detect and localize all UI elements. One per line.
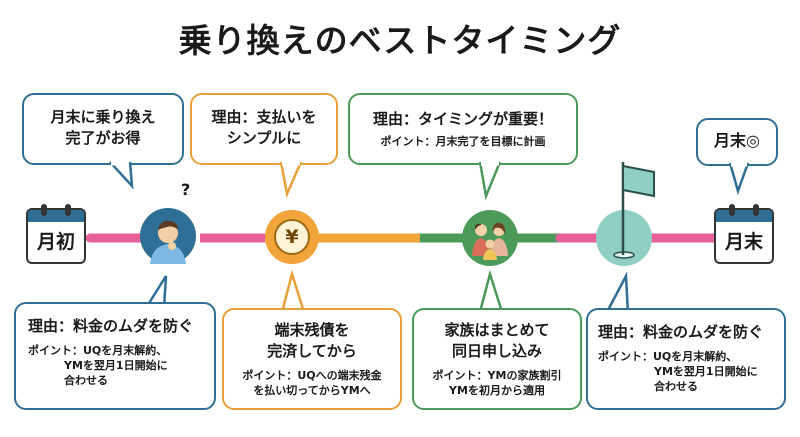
bubble-line: ポイント：UQを月末解約、 [598, 350, 738, 363]
bubble-tail [728, 162, 750, 196]
bubble-tail [478, 161, 502, 201]
calendar-end-icon: 月末 [714, 204, 774, 264]
bubble-line: YMを翌月1日開始に [654, 365, 758, 378]
bubble-line: ポイント：UQを月末解約、 [28, 344, 168, 357]
bubble-line: シンプルに [226, 129, 302, 147]
bubble-line: 端末残債を [274, 321, 350, 339]
bubble-line: を払い切ってからYMへ [253, 384, 371, 397]
bubble-line: ポイント：UQへの端末残金 [242, 369, 382, 382]
bubble-line: ポイント：月末完了を目標に計画 [380, 135, 546, 148]
bubble-line: 同日申し込み [451, 342, 542, 360]
bubble-line: ポイント：YMの家族割引 [432, 369, 562, 382]
page-title: 乗り換えのベストタイミング [178, 21, 622, 60]
bubble-line: 理由：料金のムダを防ぐ [28, 317, 194, 335]
bubble-line: 理由：料金のムダを防ぐ [598, 323, 764, 341]
bubble-tail [109, 161, 134, 190]
bubble-line: YMを翌月1日開始に [64, 359, 168, 372]
bubble-line: 完済してから [267, 342, 357, 360]
question-mark-icon: ? [181, 180, 191, 199]
bubble-line: 理由：タイミングが重要！ [372, 110, 553, 128]
bubble-line: 合わせる [654, 380, 698, 393]
calendar-start-icon: 月初 [26, 204, 86, 264]
end-label: 月末 [724, 231, 763, 253]
yen-symbol: ¥ [274, 219, 310, 255]
start-label: 月初 [36, 231, 75, 253]
family-icon [462, 210, 518, 266]
bubble-line: 合わせる [64, 374, 108, 387]
bubble-avoid-waste-left: 理由：料金のムダを防ぐ ポイント：UQを月末解約、 YMを翌月1日開始に 合わせ… [14, 302, 216, 410]
bubble-simple-payment: 理由：支払いを シンプルに [190, 93, 338, 165]
bubble-pay-off-device: 端末残債を 完済してから ポイント：UQへの端末残金 を払い切ってからYMへ [222, 308, 402, 410]
bubble-line: 理由：支払いを [211, 108, 317, 126]
bubble-line: 月末◎ [714, 131, 760, 150]
bubble-line: 完了がお得 [65, 129, 141, 147]
bubble-line: 月末に乗り換え [50, 108, 156, 126]
bubble-avoid-waste-right: 理由：料金のムダを防ぐ ポイント：UQを月末解約、 YMを翌月1日開始に 合わせ… [586, 308, 786, 410]
bubble-month-end-benefit: 月末に乗り換え 完了がお得 [22, 93, 184, 165]
bubble-tail [478, 269, 504, 313]
bubble-tail [280, 269, 306, 313]
thinking-person-icon [140, 208, 196, 264]
bubble-tail [604, 271, 630, 315]
goal-flag-icon [596, 162, 655, 266]
bubble-month-end-best: 月末◎ [696, 118, 778, 166]
bubble-tail [144, 275, 168, 309]
bubble-line: YMを初月から適用 [449, 384, 545, 397]
bubble-family-same-day: 家族はまとめて 同日申し込み ポイント：YMの家族割引 YMを初月から適用 [412, 308, 582, 410]
bubble-timing-important: 理由：タイミングが重要！ ポイント：月末完了を目標に計画 [348, 93, 578, 165]
bubble-tail [279, 161, 303, 199]
yen-coin-icon: ¥ [265, 210, 319, 264]
bubble-line: 家族はまとめて [444, 321, 550, 339]
